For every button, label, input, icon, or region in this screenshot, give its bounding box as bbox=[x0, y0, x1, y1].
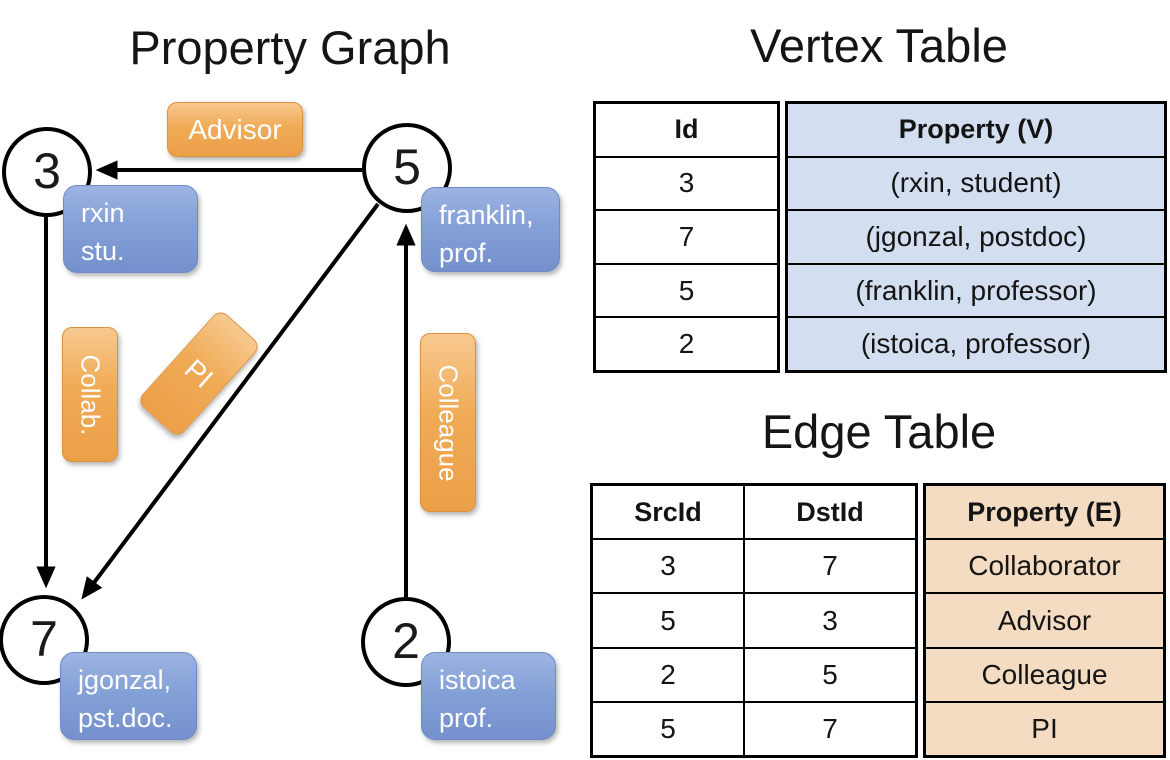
vertex-label-line: rxin bbox=[81, 198, 125, 228]
edge-table-header-srcid: SrcId bbox=[634, 496, 702, 527]
table-cell: 2 bbox=[596, 316, 777, 370]
edge-table-property-column: Property (E) Collaborator Advisor Collea… bbox=[923, 483, 1166, 758]
edge-table-dstid-column: DstId 7 3 5 7 bbox=[743, 486, 915, 755]
vertex-label-line: stu. bbox=[81, 236, 125, 266]
vertex-table-property-column: Property (V) (rxin, student) (jgonzal, p… bbox=[785, 101, 1167, 373]
edge-label-collab-text: Collab. bbox=[75, 354, 106, 435]
graph-node-2: 2 bbox=[361, 597, 451, 687]
table-cell: (istoica, professor) bbox=[788, 316, 1164, 370]
graph-edges bbox=[36, 160, 416, 600]
table-cell: Collaborator bbox=[926, 538, 1163, 593]
vertex-label-line: franklin, bbox=[439, 200, 534, 230]
edge-label-colleague-text: Colleague bbox=[433, 363, 464, 482]
table-cell: (franklin, professor) bbox=[788, 262, 1164, 317]
vertex-table-id-column: Id 3 7 5 2 bbox=[593, 101, 780, 373]
vertex-label-line: pst.doc. bbox=[78, 703, 173, 733]
table-cell: 7 bbox=[596, 209, 777, 263]
edge-table-id-columns: SrcId 3 5 2 5 DstId 7 3 5 7 bbox=[590, 483, 918, 758]
table-cell: 5 bbox=[593, 700, 743, 755]
vertex-label-line: prof. bbox=[439, 238, 494, 268]
vertex-label-line: istoica bbox=[439, 665, 516, 695]
table-cell: 7 bbox=[745, 538, 915, 592]
table-cell: 3 bbox=[593, 538, 743, 592]
table-cell: 5 bbox=[593, 592, 743, 646]
vertex-label-rxin: rxin stu. bbox=[63, 185, 198, 273]
table-cell: 5 bbox=[596, 262, 777, 317]
edge-pi-5-to-7 bbox=[81, 202, 380, 600]
table-cell: 2 bbox=[593, 646, 743, 701]
table-cell: (jgonzal, postdoc) bbox=[788, 209, 1164, 263]
edge-table-header-property: Property (E) bbox=[926, 486, 1163, 539]
table-cell: 7 bbox=[745, 700, 915, 755]
table-cell: PI bbox=[926, 700, 1163, 756]
edge-label-advisor: Advisor bbox=[167, 102, 303, 157]
edge-table-srcid-column: SrcId 3 5 2 5 bbox=[593, 486, 743, 755]
vertex-label-jgonzal: jgonzal, pst.doc. bbox=[60, 652, 197, 740]
edge-table-title: Edge Table bbox=[761, 405, 997, 458]
vertex-label-istoica: istoica prof. bbox=[421, 652, 556, 740]
vertex-label-franklin: franklin, prof. bbox=[421, 187, 560, 272]
vertex-label-line: prof. bbox=[439, 703, 494, 733]
vertex-table-title: Vertex Table bbox=[750, 19, 1008, 72]
graph-title: Property Graph bbox=[129, 21, 451, 74]
table-cell: 3 bbox=[596, 155, 777, 210]
edge-label-colleague: Colleague bbox=[420, 333, 476, 512]
edge-table-header-dstid: DstId bbox=[796, 496, 864, 527]
edge-label-advisor-text: Advisor bbox=[188, 114, 282, 145]
table-cell: Colleague bbox=[926, 646, 1163, 701]
vertex-table-header-id: Id bbox=[674, 114, 699, 145]
table-cell: Advisor bbox=[926, 592, 1163, 647]
table-cell: 3 bbox=[745, 592, 915, 646]
vertex-label-line: jgonzal, bbox=[78, 665, 172, 695]
edge-label-collab: Collab. bbox=[62, 327, 118, 462]
table-cell: 5 bbox=[745, 646, 915, 701]
vertex-table-header-property: Property (V) bbox=[788, 104, 1164, 156]
graph-node-5: 5 bbox=[362, 123, 452, 213]
table-cell: (rxin, student) bbox=[788, 155, 1164, 210]
